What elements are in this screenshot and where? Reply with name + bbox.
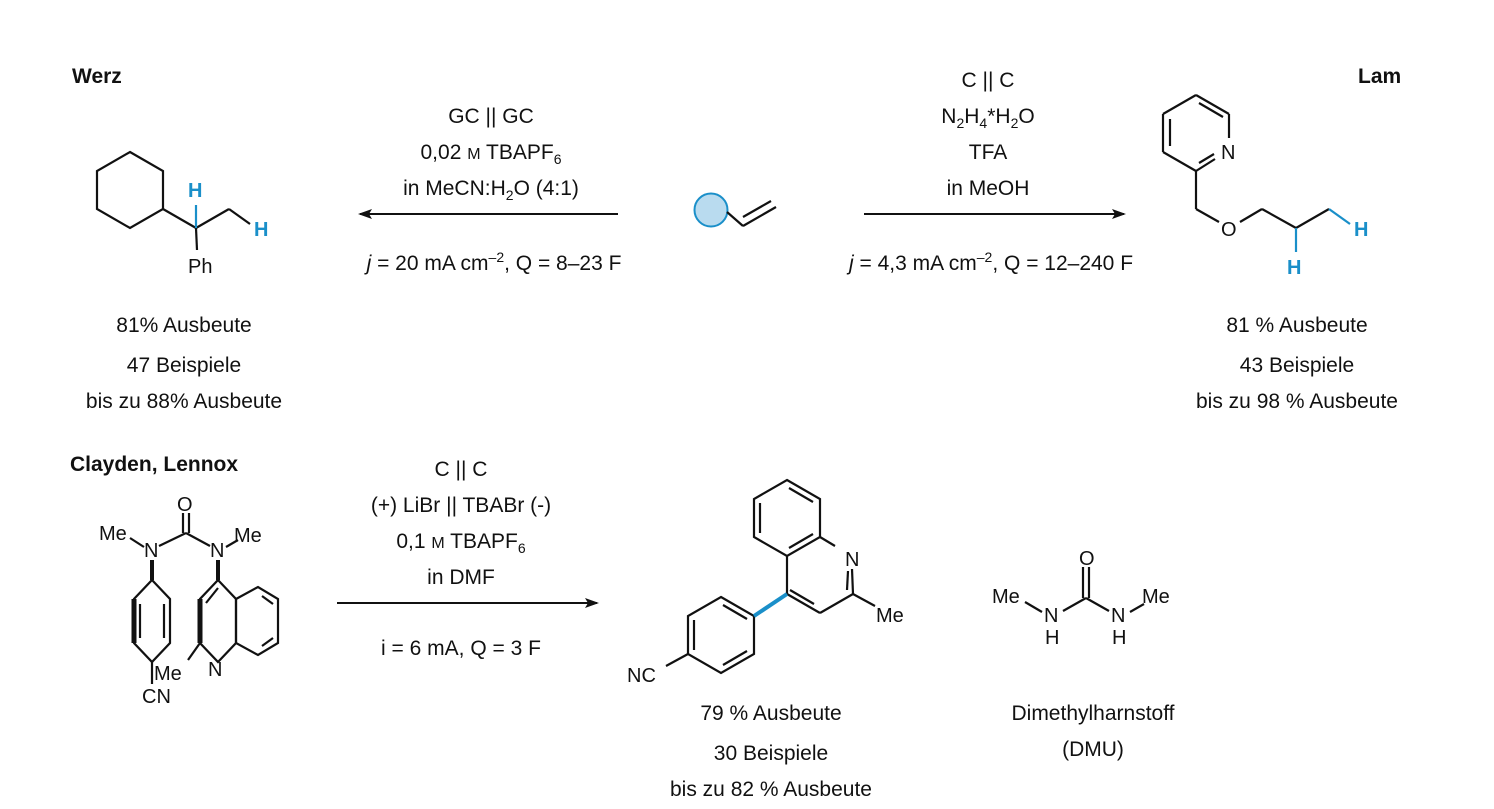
clayden-urea-n-right-label: N bbox=[210, 540, 224, 562]
dmu-me-left-label: Me bbox=[992, 586, 1020, 608]
werz-examples: 47 Beispiele bbox=[126, 354, 242, 377]
clayden-product-n-label: N bbox=[845, 549, 859, 571]
clayden-urea-n-left-label: N bbox=[144, 540, 158, 562]
clayden-quinoline-n-label: N bbox=[208, 659, 222, 681]
werz-h-label-right: H bbox=[254, 219, 268, 241]
dmu-abbreviation: (DMU) bbox=[1062, 738, 1124, 761]
werz-solvent-condition: in MeCN:H2O (4:1) bbox=[403, 177, 579, 203]
clayden-product-nc-label: NC bbox=[627, 665, 656, 687]
werz-electrode-condition: GC || GC bbox=[448, 105, 534, 128]
clayden-examples: 30 Beispiele bbox=[713, 742, 829, 765]
cyclohexane-ring bbox=[95, 150, 165, 230]
clayden-yield: 79 % Ausbeute bbox=[700, 702, 842, 725]
dmu-n-right-label: N bbox=[1111, 605, 1125, 627]
werz-phenyl-label: Ph bbox=[188, 256, 212, 278]
clayden-electrode-condition: C || C bbox=[434, 458, 488, 481]
clayden-quinoline-me-label: Me bbox=[154, 663, 182, 685]
lam-h-label-bottom: H bbox=[1287, 257, 1301, 279]
lam-ether-o-label: O bbox=[1221, 219, 1237, 241]
clayden-mediator-condition: (+) LiBr || TBABr (-) bbox=[370, 494, 552, 517]
clayden-author: Clayden, Lennox bbox=[70, 453, 239, 476]
lam-max-yield: bis zu 98 % Ausbeute bbox=[1196, 390, 1398, 413]
clayden-urea-o-label: O bbox=[177, 494, 193, 516]
werz-yield: 81% Ausbeute bbox=[116, 314, 252, 337]
dmu-o-label: O bbox=[1079, 548, 1095, 570]
lam-yield: 81 % Ausbeute bbox=[1226, 314, 1368, 337]
lam-h-label-right: H bbox=[1354, 219, 1368, 241]
lam-pyridine-n-label: N bbox=[1221, 142, 1235, 164]
dmu-name: Dimethylharnstoff bbox=[1011, 702, 1175, 725]
clayden-solvent-condition: in DMF bbox=[427, 566, 495, 589]
dmu-n-left-label: N bbox=[1044, 605, 1058, 627]
clayden-product-structure bbox=[665, 478, 876, 675]
clayden-product-me-label: Me bbox=[876, 605, 904, 627]
dmu-me-right-label: Me bbox=[1142, 586, 1170, 608]
clayden-current-condition: i = 6 mA, Q = 3 F bbox=[381, 637, 541, 660]
werz-current-condition: j = 20 mA cm–2, Q = 8–23 F bbox=[366, 249, 622, 275]
lam-solvent-condition: in MeOH bbox=[946, 177, 1030, 200]
lam-author: Lam bbox=[1358, 65, 1402, 88]
werz-h-label-top: H bbox=[188, 180, 202, 202]
werz-author: Werz bbox=[72, 65, 122, 88]
lam-product-structure bbox=[1161, 94, 1351, 252]
clayden-electrolyte-condition: 0,1 M TBAPF6 bbox=[396, 530, 526, 556]
dmu-h-right-label: H bbox=[1112, 627, 1126, 649]
lam-electrode-condition: C || C bbox=[961, 69, 1015, 92]
werz-max-yield: bis zu 88% Ausbeute bbox=[85, 390, 283, 413]
lam-acid-condition: TFA bbox=[968, 141, 1008, 164]
clayden-urea-structure bbox=[129, 513, 280, 684]
werz-electrolyte-condition: 0,02 M TBAPF6 bbox=[420, 141, 562, 167]
clayden-urea-me-right-label: Me bbox=[234, 525, 262, 547]
lam-examples: 43 Beispiele bbox=[1239, 354, 1355, 377]
lam-current-condition: j = 4,3 mA cm–2, Q = 12–240 F bbox=[848, 249, 1134, 275]
alkene-substrate bbox=[693, 192, 777, 228]
lam-reagent-condition: N2H4*H2O bbox=[941, 105, 1035, 131]
dmu-h-left-label: H bbox=[1045, 627, 1059, 649]
new-cc-bond bbox=[752, 592, 789, 618]
clayden-cn-label: CN bbox=[142, 686, 171, 708]
werz-product-structure bbox=[95, 150, 251, 251]
dmu-structure bbox=[1024, 567, 1145, 613]
clayden-max-yield: bis zu 82 % Ausbeute bbox=[670, 778, 872, 801]
clayden-urea-me-left-label: Me bbox=[99, 523, 127, 545]
